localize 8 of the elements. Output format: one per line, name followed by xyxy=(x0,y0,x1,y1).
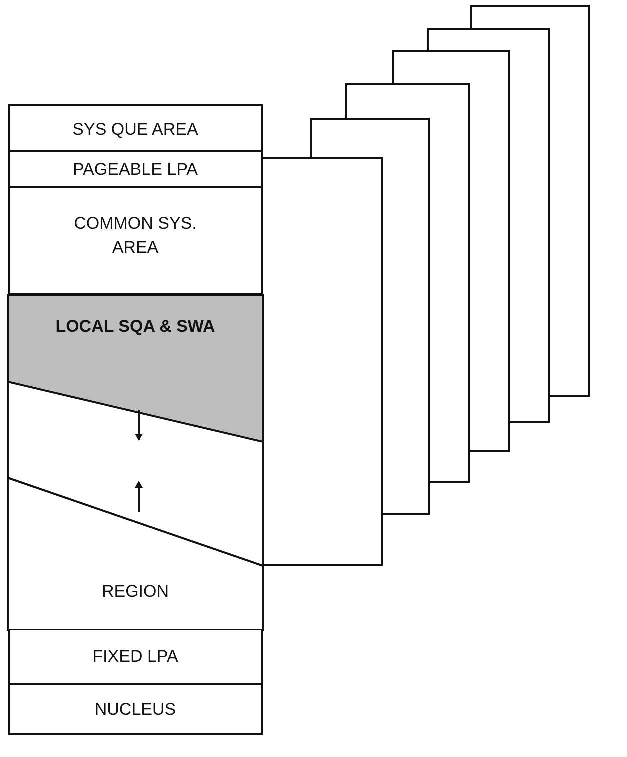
area-label: NUCLEUS xyxy=(94,699,178,721)
area-label: COMMON SYS. AREA xyxy=(73,213,198,259)
area-label: SYS QUE AREA xyxy=(72,119,200,141)
area-label: FIXED LPA xyxy=(92,646,180,668)
area-label: LOCAL SQA & SWA xyxy=(54,316,216,338)
area-label: PAGEABLE LPA xyxy=(72,159,200,181)
area-label: REGION xyxy=(100,581,170,603)
page-sheet xyxy=(263,157,383,566)
